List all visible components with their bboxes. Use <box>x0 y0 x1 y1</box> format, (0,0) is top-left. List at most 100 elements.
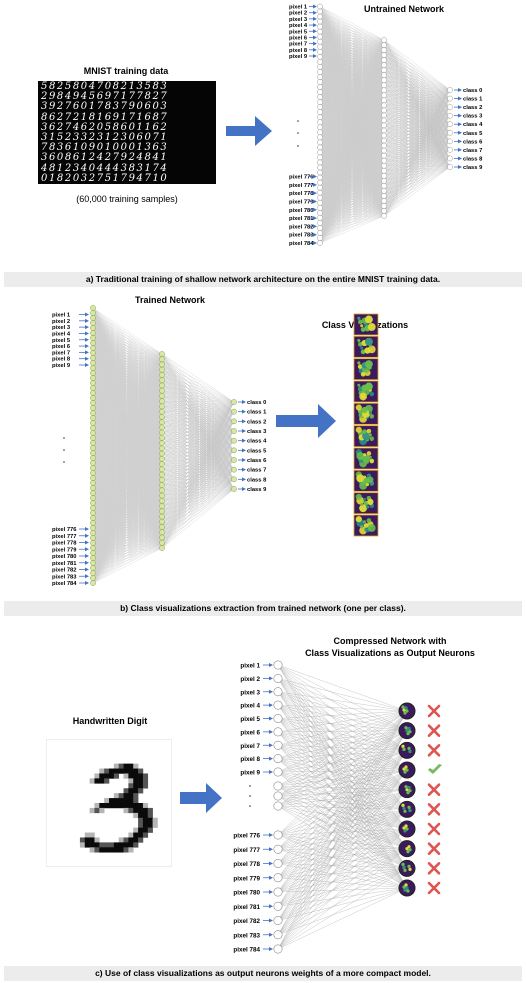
hidden-neuron <box>159 539 165 546</box>
output-neuron <box>447 104 453 110</box>
output-neuron <box>231 399 237 405</box>
pixel-label: pixel 2 <box>289 11 307 17</box>
hidden-neuron <box>381 37 387 43</box>
input-neuron <box>90 555 96 561</box>
digit-pixel <box>128 798 134 804</box>
output-visualization-neuron <box>398 800 416 818</box>
output-visualization-neuron <box>398 761 416 779</box>
cross-icon <box>427 822 441 836</box>
digit-pixel <box>104 773 110 779</box>
hidden-neuron <box>159 461 165 467</box>
hidden-neuron <box>159 429 165 436</box>
input-neuron <box>317 129 323 136</box>
digit-pixel <box>142 822 149 828</box>
hidden-neuron <box>159 445 165 452</box>
output-neuron <box>231 418 237 425</box>
digit-pixel <box>123 793 129 799</box>
digit-pixel <box>89 842 95 848</box>
input-neuron <box>90 515 96 521</box>
hidden-neuron <box>159 398 165 405</box>
compressed-network-title-line2: Class Visualizations as Output Neurons <box>305 648 475 658</box>
input-neuron <box>317 240 323 246</box>
pixel-label: pixel 778 <box>289 191 314 197</box>
input-neuron <box>273 859 283 869</box>
input-neuron <box>90 310 96 316</box>
hidden-neuron <box>159 476 165 483</box>
input-neuron <box>317 59 323 65</box>
cross-icon <box>427 881 441 895</box>
output-visualization-neuron <box>398 722 416 740</box>
hidden-neuron <box>381 67 387 74</box>
digit-pixel <box>104 768 110 774</box>
input-neuron <box>90 575 96 581</box>
digit-pixel <box>113 763 119 769</box>
input-neuron <box>317 235 323 241</box>
hidden-neuron <box>159 372 165 378</box>
right-arrow <box>276 404 336 438</box>
pixel-label: pixel 778 <box>52 541 77 547</box>
input-neuron <box>90 410 96 416</box>
hidden-neuron <box>159 529 165 536</box>
output-neuron <box>447 138 453 145</box>
digit-pixel <box>142 783 149 789</box>
ellipsis-dot <box>249 785 251 787</box>
ellipsis-dot <box>297 145 299 147</box>
caption-c: c) Use of class visualizations as output… <box>4 966 522 981</box>
hidden-neuron <box>381 213 387 219</box>
hidden-neuron <box>159 361 165 368</box>
input-neuron <box>90 580 96 586</box>
digit-pixel <box>128 763 134 769</box>
digit-pixel <box>113 842 119 848</box>
pixel-label: pixel 3 <box>289 17 308 23</box>
hidden-neuron <box>381 132 387 139</box>
hidden-neuron <box>381 147 387 154</box>
output-visualization-neuron <box>398 840 416 858</box>
mnist-digit-row: 4812340444383174 <box>41 162 169 174</box>
hidden-neuron <box>159 524 165 530</box>
hidden-neuron <box>159 518 165 525</box>
pixel-label: pixel 781 <box>233 904 260 911</box>
handwritten-digit-title: Handwritten Digit <box>72 716 148 726</box>
pixel-label: pixel 782 <box>289 224 314 230</box>
hidden-neuron <box>381 188 387 194</box>
hidden-neuron <box>159 492 165 499</box>
hidden-neuron <box>381 112 387 119</box>
hidden-neuron <box>159 471 165 478</box>
input-neuron <box>90 360 96 366</box>
hidden-neuron <box>159 482 165 488</box>
input-neuron <box>90 440 96 446</box>
hidden-neuron <box>381 97 387 104</box>
hidden-neuron <box>381 172 387 179</box>
digit-pixel <box>123 768 129 774</box>
input-neuron <box>273 700 283 710</box>
digit-pixel <box>128 783 134 789</box>
input-neuron <box>90 485 96 491</box>
digit-pixel <box>99 768 105 774</box>
digit-pixel <box>94 803 100 809</box>
digit-pixel <box>138 827 144 833</box>
digit-pixel <box>133 832 139 838</box>
digit-pixel <box>138 803 144 809</box>
pixel-label: pixel 8 <box>240 756 260 763</box>
check-icon <box>428 764 442 774</box>
ellipsis-dot <box>63 437 65 439</box>
output-neuron <box>447 147 453 153</box>
pixel-label: pixel 3 <box>240 689 260 696</box>
digit-pixel <box>142 807 149 814</box>
class-visualization-tile <box>353 380 379 403</box>
digit-pixel <box>133 793 139 799</box>
input-neuron <box>273 887 283 897</box>
output-neuron <box>231 447 237 454</box>
input-neuron <box>273 830 283 840</box>
digit-pixel <box>109 773 115 779</box>
input-neuron <box>90 530 96 536</box>
caption-b: b) Class visualizations extraction from … <box>4 601 522 616</box>
pixel-label: pixel 4 <box>240 703 260 710</box>
input-neuron <box>273 781 283 791</box>
class-visualization-tile <box>353 492 379 515</box>
digit-pixel <box>113 798 119 804</box>
hidden-neuron <box>381 62 387 68</box>
hidden-neuron <box>381 122 387 129</box>
input-neuron <box>317 74 323 80</box>
